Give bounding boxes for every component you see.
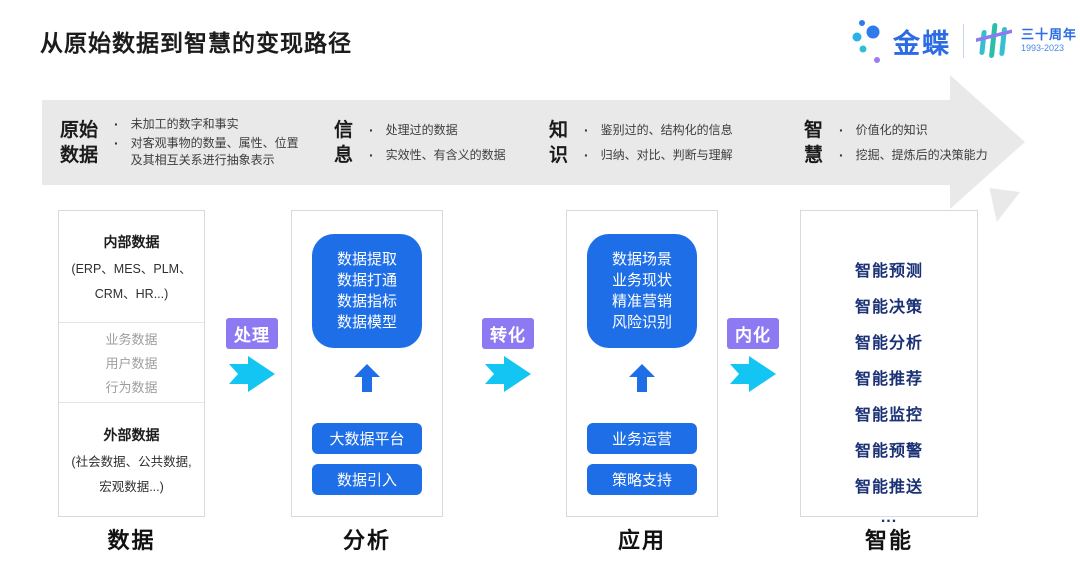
stage-bullets: 未加工的数字和事实 对客观事物的数量、属性、位置及其相互关系进行抽象表示 (114, 116, 299, 169)
stage-title: 原始数据 (60, 119, 99, 166)
intelligence-item: ... (880, 509, 898, 526)
column-label-intelligence: 智能 (864, 528, 913, 553)
business-data-section: 业务数据 用户数据 行为数据 (59, 323, 204, 403)
anniversary-years: 1993-2023 (1021, 43, 1065, 54)
bullet-item: 处理过的数据 (369, 122, 506, 139)
section-line: 用户数据 (105, 356, 158, 371)
application-item: 风险识别 (611, 314, 672, 331)
analysis-items-box: 数据提取 数据打通 数据指标 数据模型 (312, 234, 422, 348)
intelligence-item: 智能预警 (854, 443, 923, 460)
right-arrow-icon (229, 356, 275, 392)
intelligence-item: 智能分析 (854, 335, 923, 352)
column-analysis-box: 数据提取 数据打通 数据指标 数据模型 大数据平台 数据引入 (291, 210, 443, 517)
section-line: (ERP、MES、PLM、 (71, 261, 192, 276)
bullet-item: 实效性、有含义的数据 (369, 147, 506, 164)
column-label-application: 应用 (617, 528, 666, 553)
anniversary-label: 三十周年 (1021, 26, 1078, 42)
stage-title: 信息 (334, 119, 354, 166)
banner-arrow-head (950, 75, 1025, 209)
anniversary-mark-icon (976, 23, 1012, 58)
bullet-text: 处理过的数据 (385, 122, 458, 137)
section-line: 业务数据 (105, 332, 158, 347)
bullet-text: 对客观事物的数量、属性、位置及其相互关系进行抽象表示 (130, 136, 299, 167)
stage-knowledge: 知识 鉴别过的、结构化的信息 归纳、对比、判断与理解 (549, 100, 733, 185)
up-arrow-icon (354, 364, 380, 392)
application-item: 业务现状 (611, 272, 672, 289)
dikw-arrow-banner: 原始数据 未加工的数字和事实 对客观事物的数量、属性、位置及其相互关系进行抽象表… (42, 100, 988, 185)
internal-data-section: 内部数据 (ERP、MES、PLM、 CRM、HR...) (59, 211, 204, 323)
anniversary-text: 三十周年 1993-2023 (1021, 26, 1078, 54)
column-label-data: 数据 (107, 528, 156, 553)
bullet-text: 挖掘、提炼后的决策能力 (855, 147, 988, 162)
column-application-box: 数据场景 业务现状 精准营销 风险识别 业务运营 策略支持 (566, 210, 718, 517)
bullet-text: 实效性、有含义的数据 (385, 147, 506, 162)
chip-business-operation: 业务运营 (587, 423, 697, 454)
kingdee-dots-icon (852, 20, 880, 63)
connector-transform: 转化 (477, 318, 539, 392)
section-heading: 内部数据 (103, 233, 160, 250)
stage-raw-data: 原始数据 未加工的数字和事实 对客观事物的数量、属性、位置及其相互关系进行抽象表… (60, 100, 299, 185)
chip-big-data-platform: 大数据平台 (312, 423, 422, 454)
bullet-item: 未加工的数字和事实 (114, 116, 299, 133)
column-data-box: 内部数据 (ERP、MES、PLM、 CRM、HR...) 业务数据 用户数据 … (58, 210, 205, 517)
analysis-item: 数据打通 (336, 272, 397, 289)
chip-strategy-support: 策略支持 (587, 464, 697, 495)
right-arrow-icon (730, 356, 776, 392)
application-item: 数据场景 (611, 251, 672, 268)
stage-bullets: 鉴别过的、结构化的信息 归纳、对比、判断与理解 (584, 122, 733, 164)
external-data-section: 外部数据 (社会数据、公共数据, 宏观数据...) (59, 403, 204, 516)
section-line: 行为数据 (105, 380, 158, 395)
column-intelligence-box: 智能预测 智能决策 智能分析 智能推荐 智能监控 智能预警 智能推送 ... (800, 210, 978, 526)
section-line: (社会数据、公共数据, (71, 454, 192, 469)
application-items-box: 数据场景 业务现状 精准营销 风险识别 (587, 234, 697, 348)
bullet-item: 归纳、对比、判断与理解 (584, 147, 733, 164)
connector-label: 内化 (727, 318, 779, 349)
stage-bullets: 处理过的数据 实效性、有含义的数据 (369, 122, 506, 164)
bullet-text: 鉴别过的、结构化的信息 (600, 122, 733, 137)
analysis-item: 数据模型 (336, 314, 397, 331)
section-line: 宏观数据...) (99, 479, 164, 494)
connector-label: 处理 (226, 318, 278, 349)
section-line: CRM、HR...) (94, 286, 169, 301)
stage-bullets: 价值化的知识 挖掘、提炼后的决策能力 (839, 122, 988, 164)
intelligence-item: 智能预测 (854, 263, 923, 280)
connector-process: 处理 (221, 318, 283, 392)
bullet-item: 挖掘、提炼后的决策能力 (839, 147, 988, 164)
stage-title: 智慧 (804, 119, 824, 166)
brand-name: 金蝶 (893, 28, 951, 59)
intelligence-item: 智能监控 (854, 407, 923, 424)
bullet-item: 价值化的知识 (839, 122, 988, 139)
intelligence-item: 智能决策 (854, 299, 923, 316)
section-heading: 外部数据 (103, 426, 160, 443)
connector-label: 转化 (482, 318, 534, 349)
bullet-text: 归纳、对比、判断与理解 (600, 147, 733, 162)
bullet-text: 未加工的数字和事实 (130, 117, 239, 131)
bullet-item: 对客观事物的数量、属性、位置及其相互关系进行抽象表示 (114, 135, 299, 169)
bullet-text: 价值化的知识 (855, 122, 928, 137)
logo-divider (963, 24, 964, 58)
application-item: 精准营销 (611, 293, 672, 310)
bullet-item: 鉴别过的、结构化的信息 (584, 122, 733, 139)
stage-title: 知识 (549, 119, 569, 166)
right-arrow-icon (485, 356, 531, 392)
stage-information: 信息 处理过的数据 实效性、有含义的数据 (334, 100, 506, 185)
page-title: 从原始数据到智慧的变现路径 (40, 30, 352, 56)
connector-internalize: 内化 (722, 318, 784, 392)
analysis-item: 数据指标 (336, 293, 397, 310)
column-label-analysis: 分析 (342, 528, 391, 553)
analysis-item: 数据提取 (336, 251, 397, 268)
kingdee-logo: 金蝶 三十周年 1993-2023 (850, 16, 1077, 66)
stage-wisdom: 智慧 价值化的知识 挖掘、提炼后的决策能力 (804, 100, 988, 185)
intelligence-item: 智能推荐 (854, 371, 923, 388)
chip-data-import: 数据引入 (312, 464, 422, 495)
intelligence-item: 智能推送 (854, 479, 923, 496)
up-arrow-icon (629, 364, 655, 392)
